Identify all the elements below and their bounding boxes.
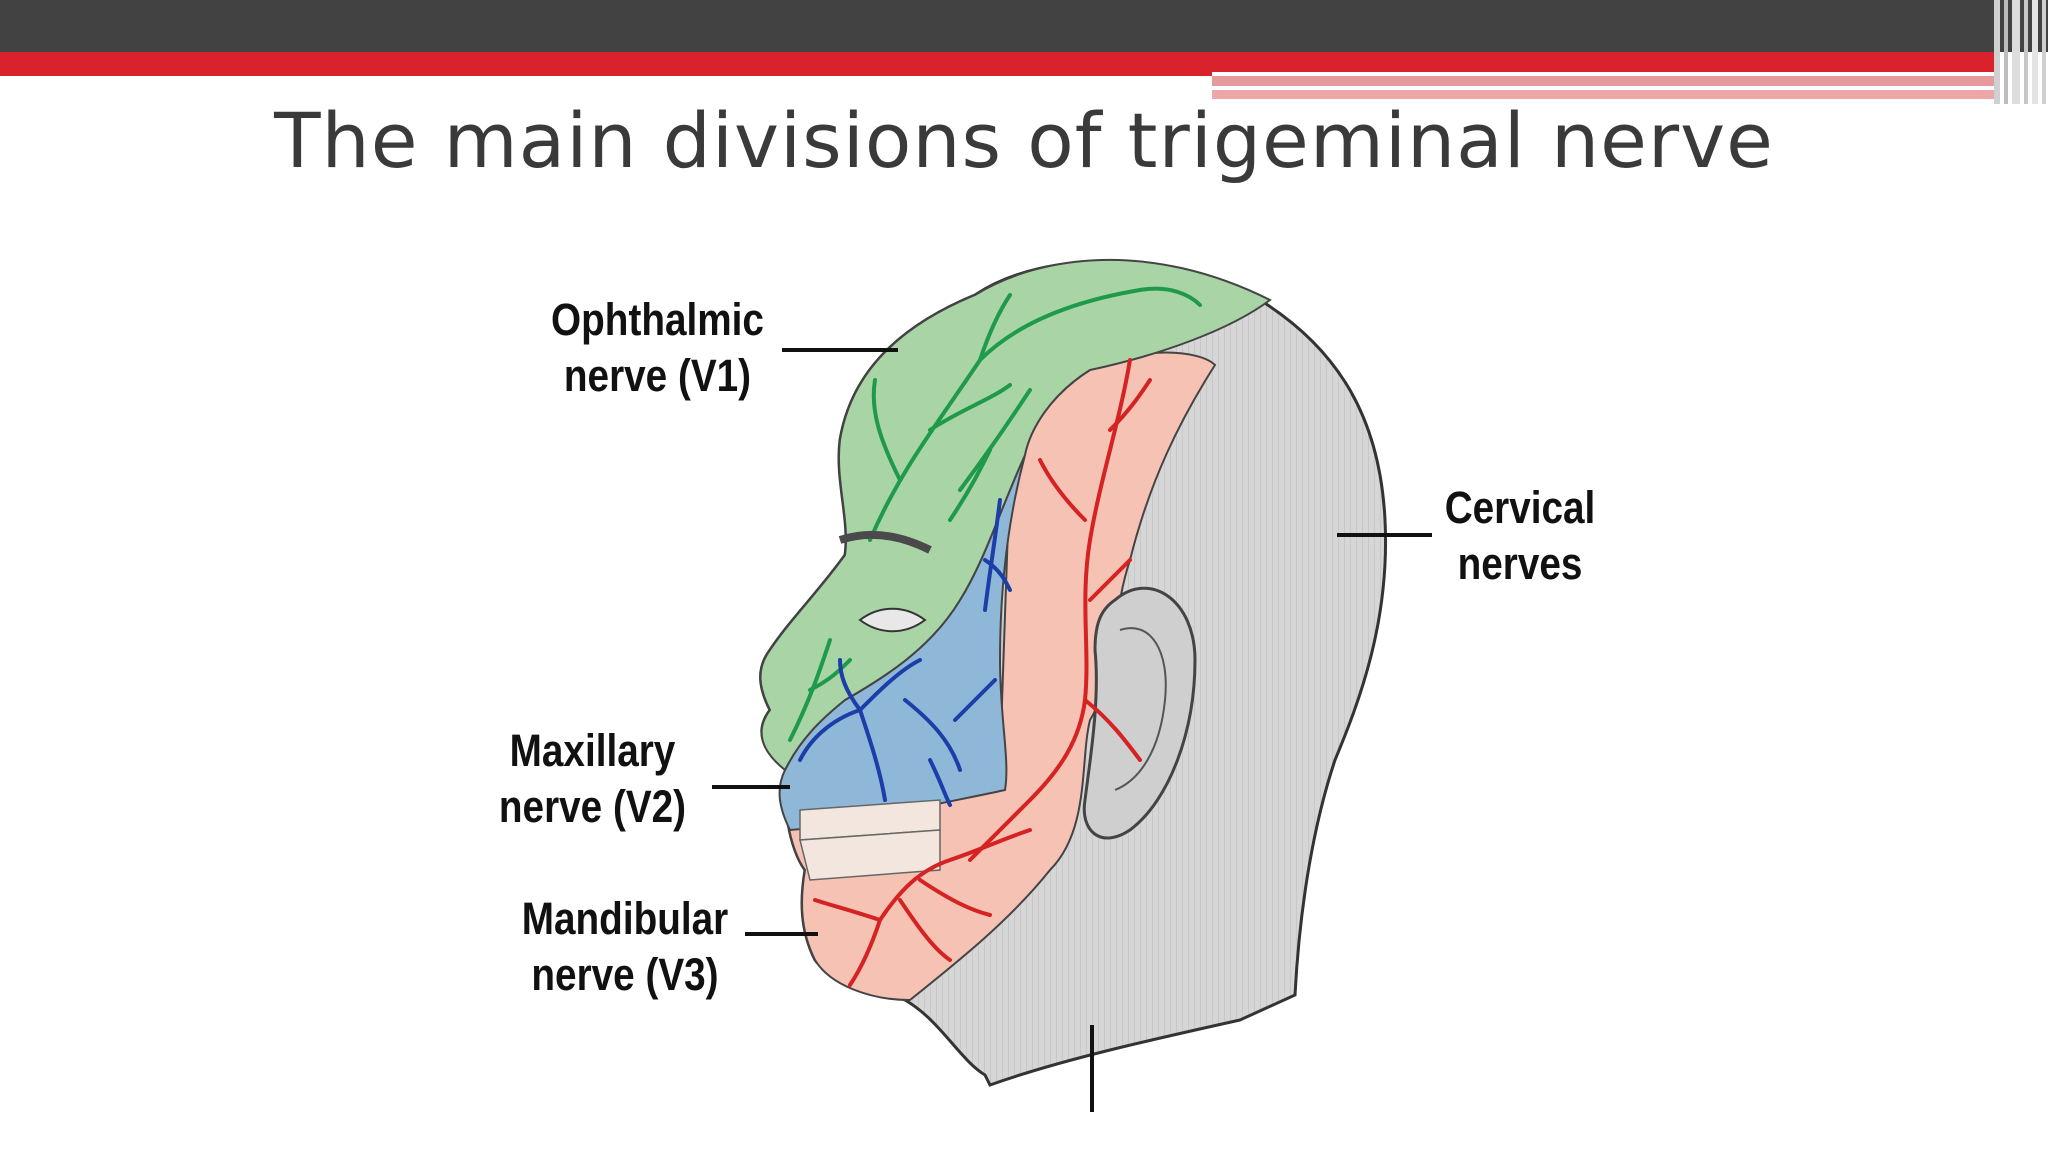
ophthalmic-label-line2: nerve (V1): [563, 350, 752, 401]
eyebrow: [838, 530, 932, 554]
header-accent-line: [0, 72, 1212, 76]
eye: [858, 607, 927, 633]
header-pink-band-lower: [1212, 90, 1995, 99]
mandibular-label-line1: Mandibular: [521, 893, 729, 944]
ophthalmic-label-line1: Ophthalmic: [551, 294, 764, 345]
teeth: [799, 799, 941, 881]
slide-title: The main divisions of trigeminal nerve: [274, 96, 1774, 185]
ophthalmic-nerve-branches: [788, 286, 1202, 742]
cervical-label-line2: nerves: [1457, 538, 1583, 589]
ophthalmic-region: [759, 259, 1272, 772]
header-white-line: [1212, 86, 1895, 90]
maxillary-label-line2: nerve (V2): [498, 781, 687, 832]
mandibular-label-line2: nerve (V3): [531, 949, 719, 1000]
mandibular-nerve-branches: [813, 358, 1152, 987]
ear: [1082, 586, 1197, 840]
header-bar: [0, 0, 2048, 52]
cervical-label: Cervical nerves: [1434, 480, 1606, 592]
mandibular-label: Mandibular nerve (V3): [509, 891, 741, 1003]
leader-lines: [712, 348, 1432, 1112]
header-accent-band: [0, 52, 1995, 72]
maxillary-label: Maxillary nerve (V2): [483, 723, 702, 835]
ophthalmic-label: Ophthalmic nerve (V1): [539, 292, 776, 404]
header-pink-band: [1212, 76, 1995, 86]
maxillary-label-line1: Maxillary: [509, 725, 676, 776]
maxillary-nerve-branches: [798, 498, 1012, 807]
header-stripes: [1990, 0, 2048, 104]
cervical-label-line1: Cervical: [1444, 482, 1596, 533]
